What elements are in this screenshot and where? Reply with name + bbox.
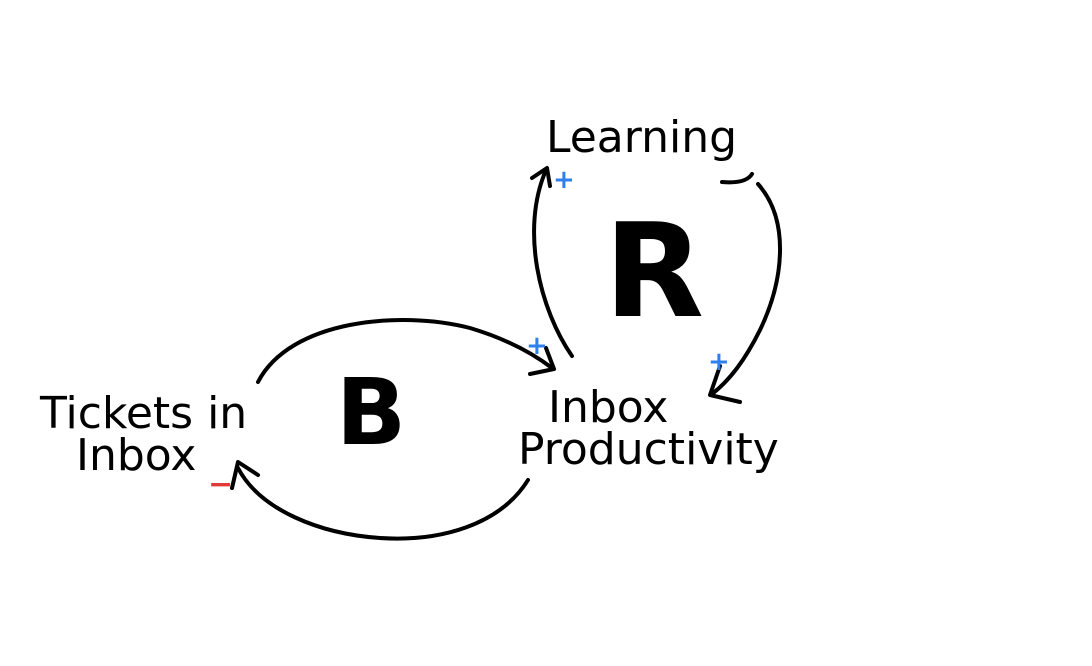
polarity-tickets-to-productivity: + bbox=[526, 331, 548, 361]
learning-underline-stroke bbox=[720, 172, 754, 185]
arrow-learning-to-productivity bbox=[710, 182, 782, 396]
arrow-tickets-to-productivity bbox=[256, 318, 554, 384]
arrowhead-tickets-to-productivity bbox=[528, 346, 556, 376]
polarity-productivity-to-tickets: − bbox=[208, 467, 233, 502]
node-tickets-in-inbox-line2: Inbox bbox=[76, 430, 196, 481]
loop-label-reinforcing: R bbox=[604, 195, 704, 347]
polarity-learning-to-productivity: + bbox=[708, 347, 730, 377]
node-learning: Learning bbox=[546, 112, 737, 163]
node-inbox-productivity-line2: Productivity bbox=[518, 424, 779, 475]
arrowhead-productivity-to-learning bbox=[530, 166, 552, 188]
arrow-productivity-to-learning bbox=[532, 168, 574, 358]
arrowhead-productivity-to-tickets bbox=[230, 460, 260, 490]
node-inbox-productivity-line1: Inbox bbox=[548, 382, 668, 433]
node-tickets-in-inbox-line1: Tickets in bbox=[39, 388, 247, 439]
loop-label-balancing: B bbox=[336, 359, 406, 466]
polarity-productivity-to-learning: + bbox=[553, 165, 575, 195]
arrow-productivity-to-tickets bbox=[236, 466, 530, 541]
arrowhead-learning-to-productivity bbox=[708, 364, 742, 404]
